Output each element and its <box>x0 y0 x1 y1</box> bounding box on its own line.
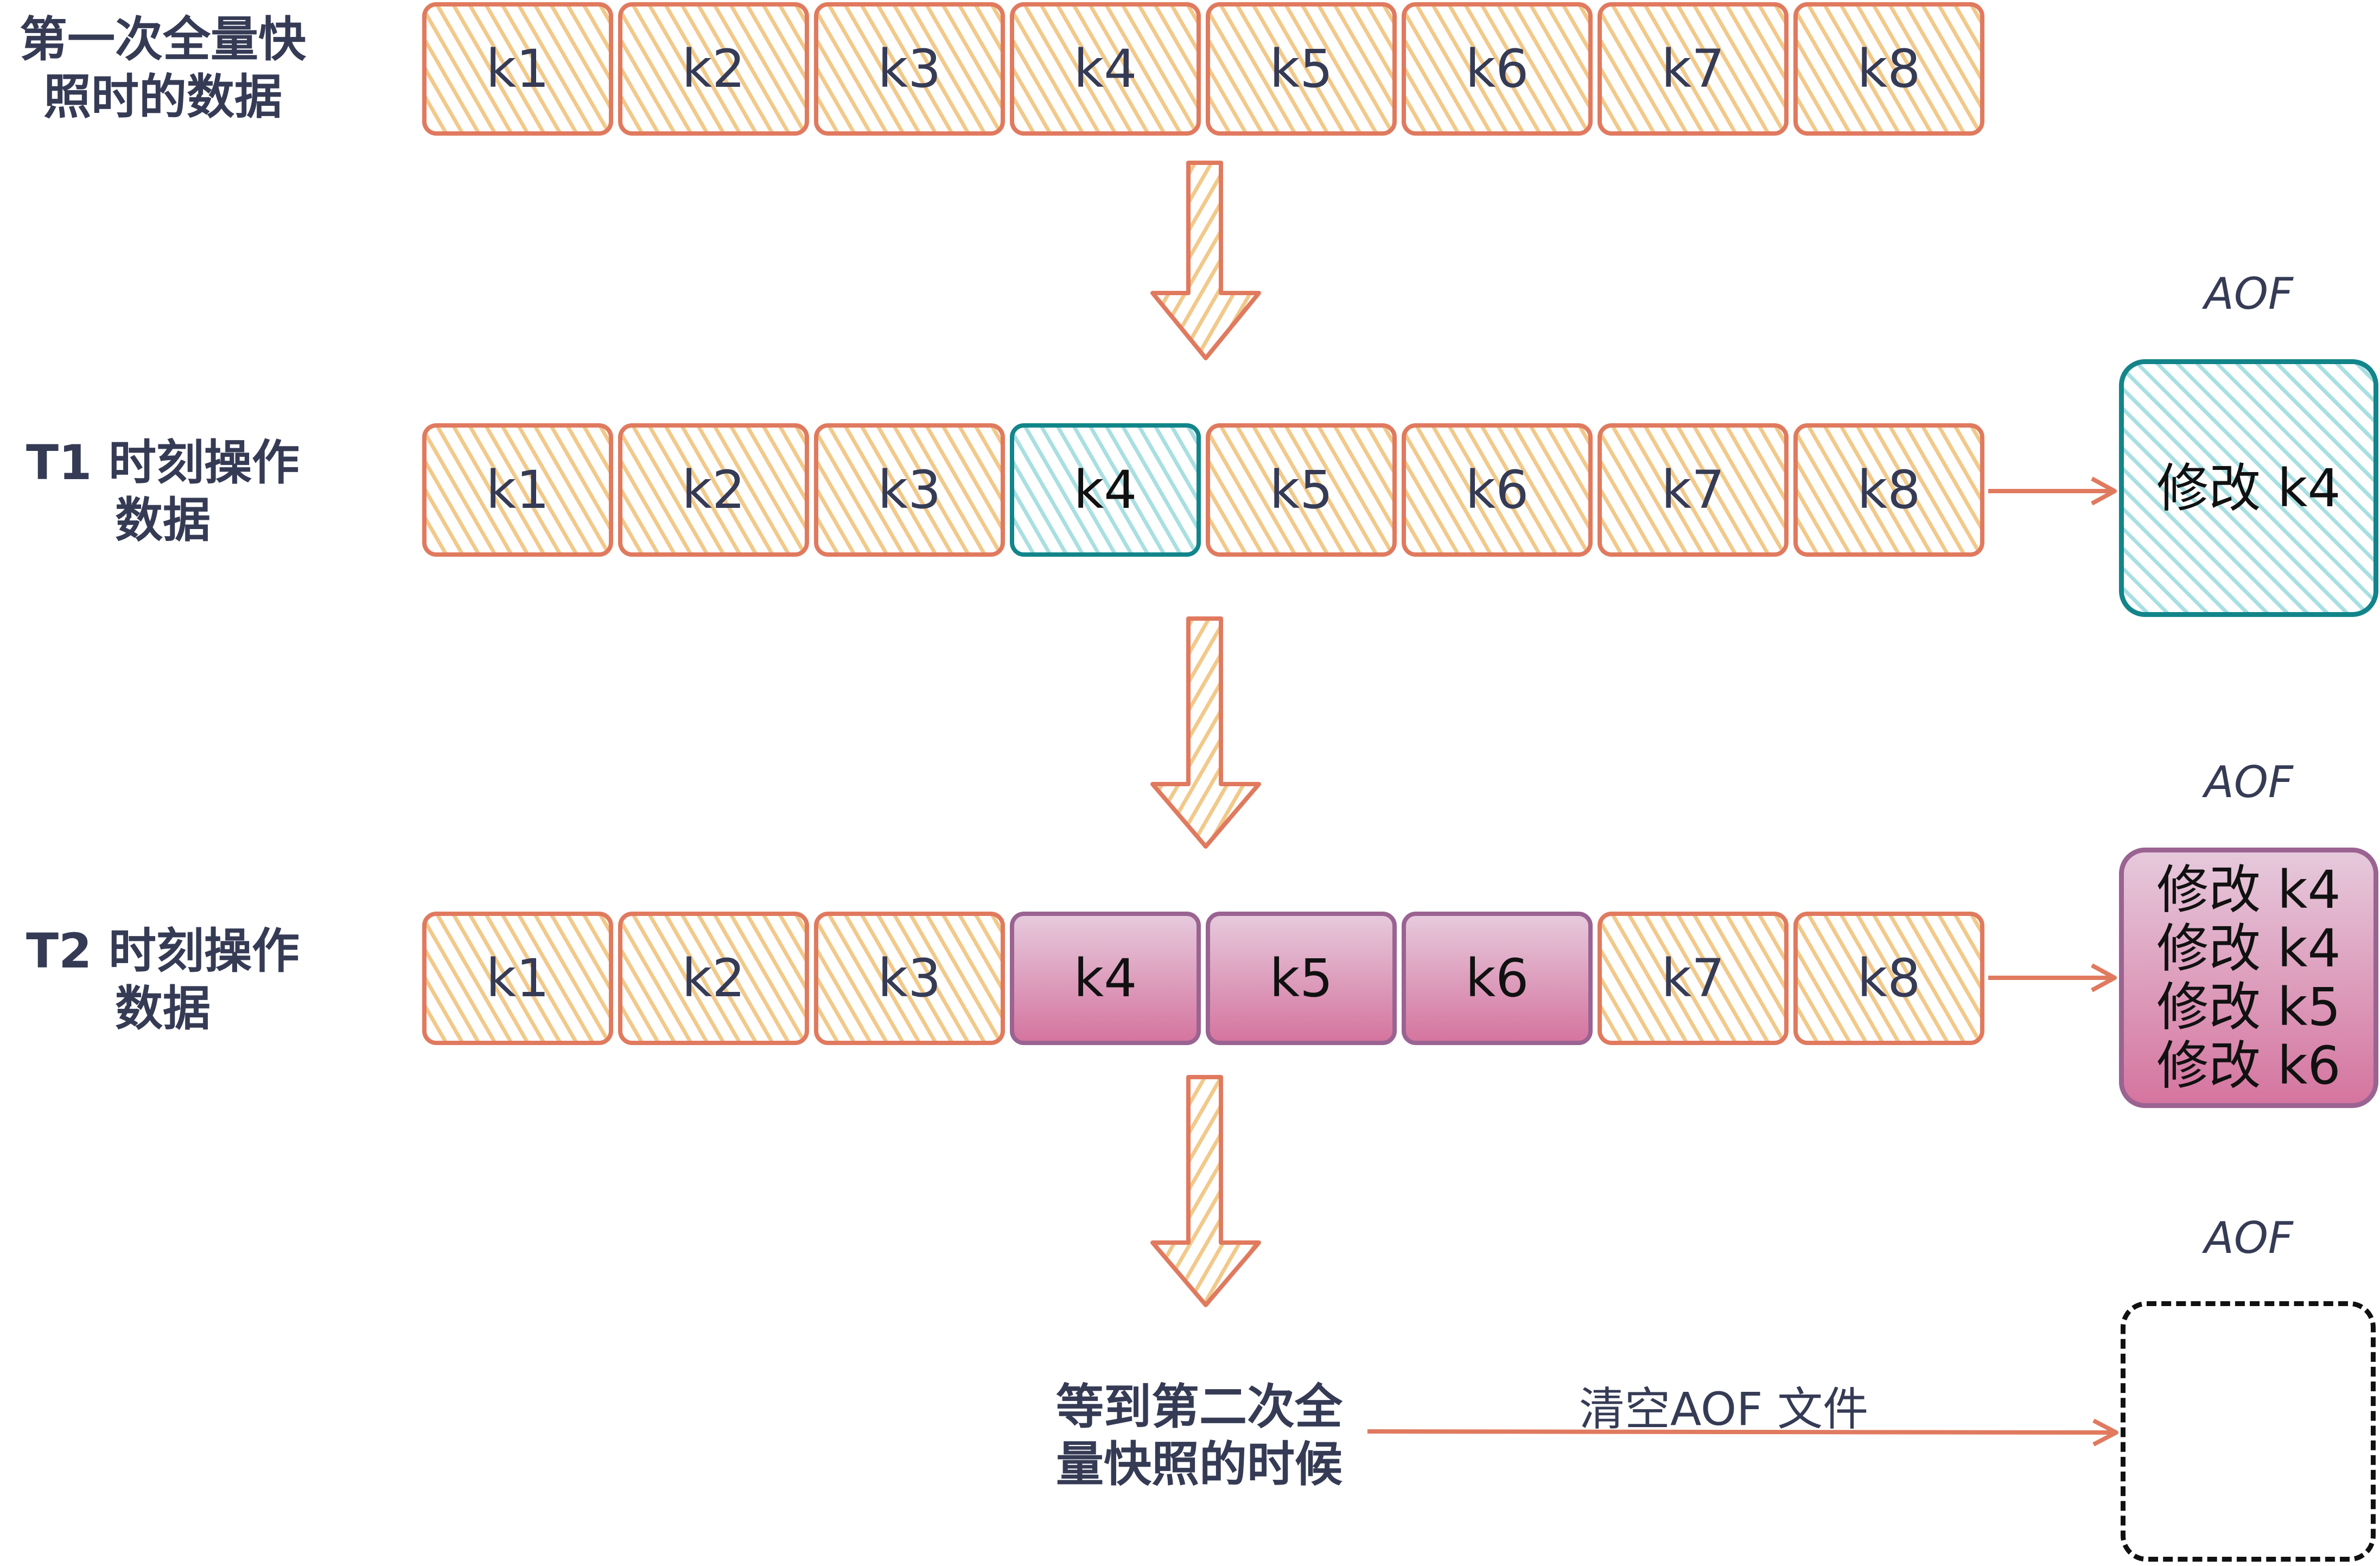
key-box-k3: k3 <box>814 912 1005 1045</box>
down-arrow-1-icon <box>1150 161 1261 360</box>
key-box-k1: k1 <box>422 2 613 136</box>
key-row-t2: k1 k2 k3 k4 k5 k6 k7 k8 <box>422 912 1988 1047</box>
stage-3-label: T2 时刻操作 数据 <box>11 922 315 1037</box>
key-label: k6 <box>1465 460 1529 520</box>
stage-2-label: T1 时刻操作 数据 <box>11 434 315 549</box>
key-label: k2 <box>682 39 746 99</box>
key-label: k3 <box>877 39 941 99</box>
clear-aof-caption: 清空AOF 文件 <box>1579 1383 1869 1436</box>
stage-1-label: 第一次全量快 照时的数据 <box>11 11 315 126</box>
key-box-k5: k5 <box>1206 423 1397 557</box>
key-label: k7 <box>1661 460 1725 520</box>
key-box-k5: k5 <box>1206 912 1397 1045</box>
key-label: k2 <box>682 948 746 1009</box>
key-box-k3: k3 <box>814 2 1005 136</box>
key-box-k7: k7 <box>1598 912 1789 1045</box>
key-label: k5 <box>1269 460 1333 520</box>
key-label: k4 <box>1073 948 1137 1009</box>
key-label: k6 <box>1465 948 1529 1009</box>
key-label: k3 <box>877 948 941 1009</box>
key-label: k5 <box>1269 39 1333 99</box>
key-box-k4: k4 <box>1010 912 1201 1045</box>
aof-title-t1: AOF <box>2204 269 2293 319</box>
key-label: k2 <box>682 460 746 520</box>
down-arrow-3-icon <box>1150 1075 1261 1307</box>
key-box-k4: k4 <box>1010 2 1201 136</box>
key-label: k6 <box>1465 39 1529 99</box>
aof-entry: 修改 k4 <box>2156 457 2341 519</box>
key-label: k1 <box>486 39 550 99</box>
key-box-k6: k6 <box>1402 912 1593 1045</box>
key-box-k2: k2 <box>618 423 809 557</box>
key-label: k3 <box>877 460 941 520</box>
key-label: k7 <box>1661 39 1725 99</box>
aof-entry: 修改 k4 <box>2156 860 2341 920</box>
aof-title-final: AOF <box>2204 1213 2293 1263</box>
key-row-t1: k1 k2 k3 k4 k5 k6 k7 k8 <box>422 423 1988 559</box>
aof-entry: 修改 k5 <box>2156 977 2341 1037</box>
final-stage-label-line-1: 等到第二次全 <box>1055 1379 1342 1435</box>
key-label: k8 <box>1857 948 1921 1009</box>
final-stage-label-line-2: 量快照的时候 <box>1055 1436 1342 1492</box>
key-box-k1: k1 <box>422 423 613 557</box>
arrow-to-aof-t2-icon <box>1988 963 2117 992</box>
key-label: k8 <box>1857 39 1921 99</box>
key-row-snapshot: k1 k2 k3 k4 k5 k6 k7 k8 <box>422 2 1988 138</box>
key-box-k7: k7 <box>1598 2 1789 136</box>
aof-box-empty <box>2121 1301 2376 1562</box>
key-box-k8: k8 <box>1793 423 1984 557</box>
stage-1-label-line-1: 第一次全量快 <box>19 11 306 67</box>
key-box-k6: k6 <box>1402 2 1593 136</box>
stage-2-label-line-1: T1 时刻操作 <box>26 435 300 491</box>
key-box-k6: k6 <box>1402 423 1593 557</box>
stage-3-label-line-2: 数据 <box>114 981 211 1036</box>
key-label: k1 <box>486 460 550 520</box>
key-label: k4 <box>1073 460 1137 520</box>
key-label: k1 <box>486 948 550 1009</box>
key-box-k2: k2 <box>618 2 809 136</box>
stage-2-label-line-2: 数据 <box>114 492 211 548</box>
aof-entry: 修改 k6 <box>2156 1035 2341 1096</box>
aof-entry: 修改 k4 <box>2156 918 2341 979</box>
key-box-k4: k4 <box>1010 423 1201 557</box>
stage-3-label-line-1: T2 时刻操作 <box>26 923 300 979</box>
key-box-k5: k5 <box>1206 2 1397 136</box>
key-box-k8: k8 <box>1793 2 1984 136</box>
aof-box-t1: 修改 k4 <box>2119 359 2378 617</box>
key-box-k1: k1 <box>422 912 613 1045</box>
stage-1-label-line-2: 照时的数据 <box>43 69 282 125</box>
final-stage-label: 等到第二次全 量快照的时候 <box>1031 1378 1367 1493</box>
key-box-k7: k7 <box>1598 423 1789 557</box>
key-label: k5 <box>1269 948 1333 1009</box>
arrow-to-aof-t1-icon <box>1988 476 2117 506</box>
key-box-k3: k3 <box>814 423 1005 557</box>
key-box-k2: k2 <box>618 912 809 1045</box>
key-label: k4 <box>1073 39 1137 99</box>
aof-title-t2: AOF <box>2204 757 2293 807</box>
down-arrow-2-icon <box>1150 616 1261 849</box>
key-box-k8: k8 <box>1793 912 1984 1045</box>
key-label: k7 <box>1661 948 1725 1009</box>
key-label: k8 <box>1857 460 1921 520</box>
